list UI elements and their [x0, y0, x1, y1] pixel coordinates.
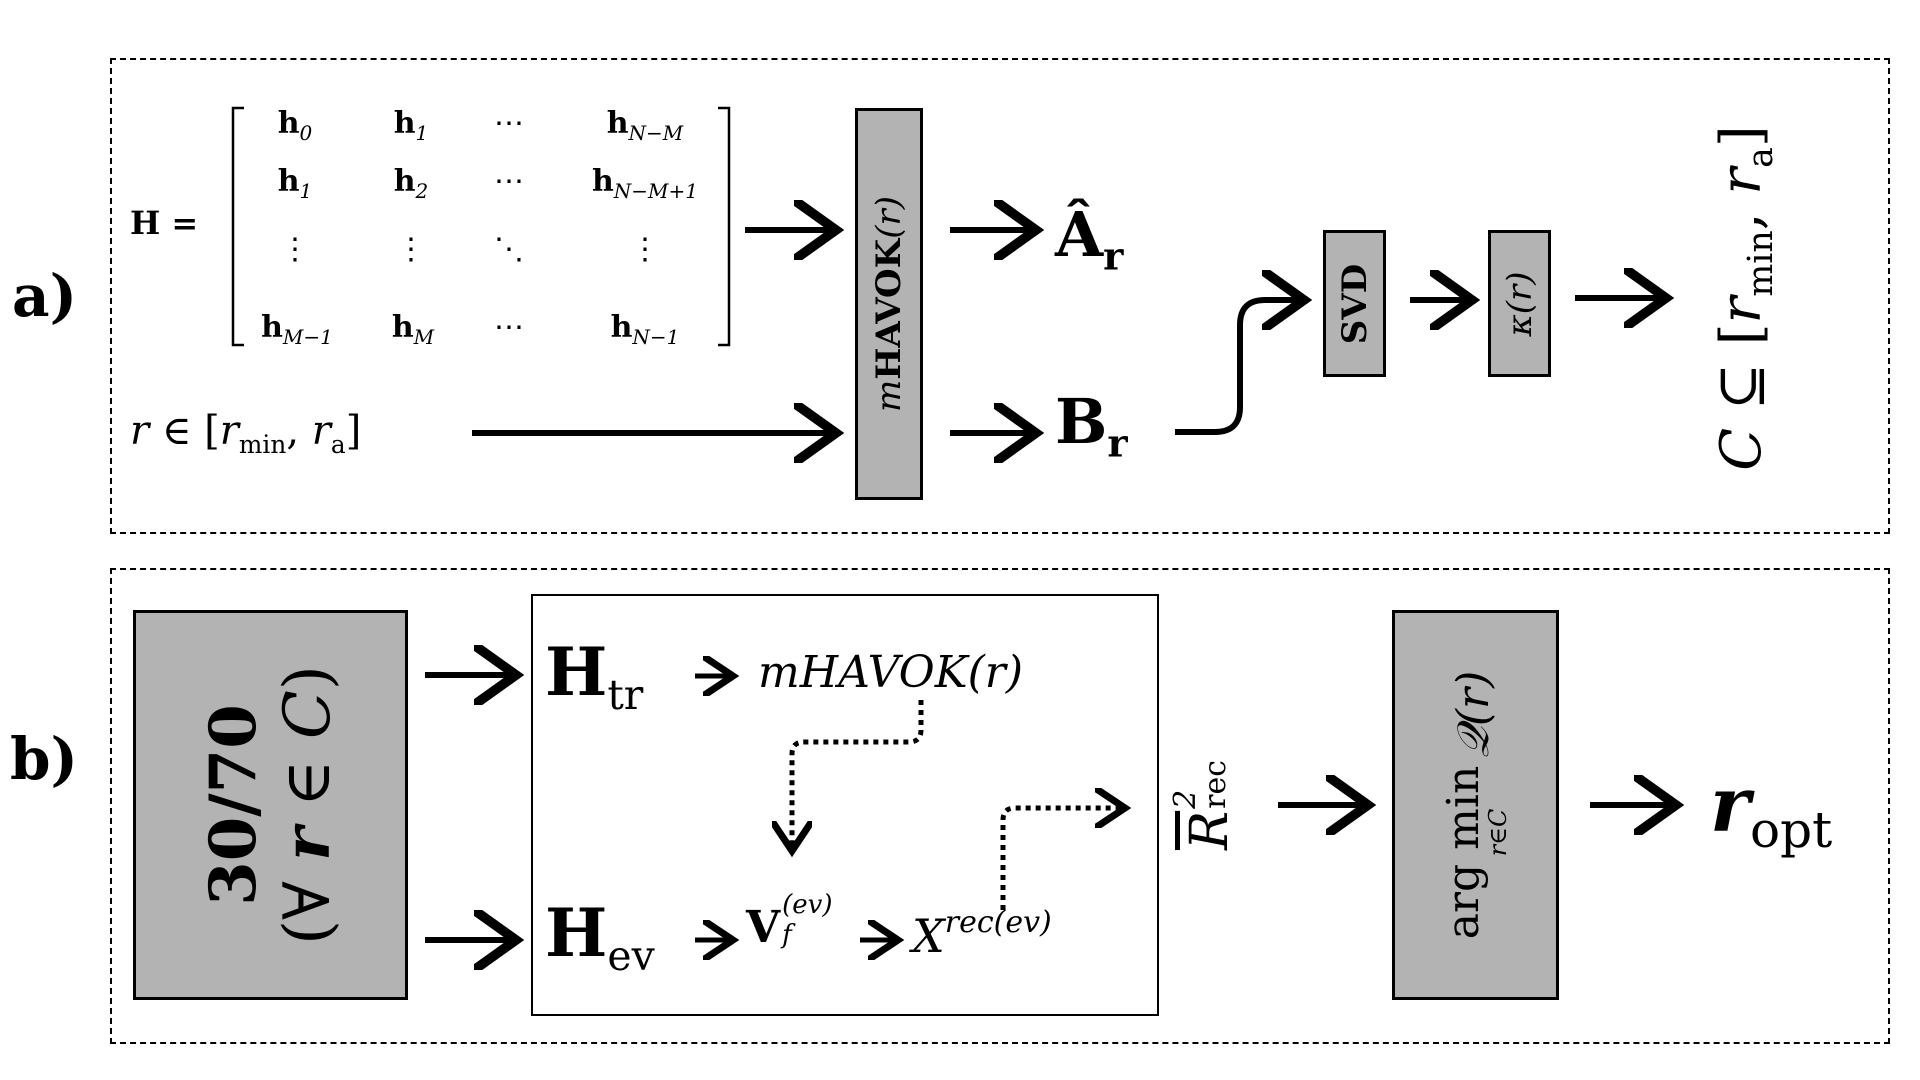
matrix-cell: h2 [393, 164, 429, 203]
matrix-cdots: ⋯ [494, 310, 524, 345]
split-box: 30/70 (∀ r ∈ C) [133, 610, 408, 1000]
matrix-lhs: H = [130, 204, 199, 242]
matrix-brackets [231, 106, 731, 347]
matrix-cell: h1 [277, 164, 313, 203]
arrow-b-to-svd [1175, 300, 1298, 435]
evaluation-box [531, 594, 1159, 1016]
matrix-cdots: ⋯ [494, 106, 524, 141]
h-train: Htr [545, 633, 644, 720]
matrix-cell: hN−1 [610, 310, 680, 349]
panel-a-frame [110, 58, 1890, 534]
r-range-label: r ∈ [rmin, ra] [130, 408, 362, 459]
matrix-vdots: ⋮ [630, 232, 660, 267]
matrix-cell: hN−M [606, 106, 684, 145]
dotted-arrow-mhavok-to-vf [792, 700, 924, 846]
panel-b-frame [110, 568, 1890, 1044]
matrix-vdots: ⋮ [396, 232, 426, 267]
matrix-cell: h1 [393, 106, 429, 145]
r-optimal: ropt [1710, 760, 1833, 860]
a-hat-output: Âr [1055, 198, 1124, 280]
mhavok-label: mHAVOK(r) [758, 647, 1023, 698]
matrix-cdots: ⋯ [494, 164, 524, 199]
panel-a-label: a) [12, 262, 78, 330]
matrix-cell: h0 [277, 106, 313, 145]
v-f-ev: V (ev) f [746, 889, 833, 954]
dotted-arrow-xrec-to-r2 [1000, 808, 1120, 910]
kappa-box: κ(r) [1488, 230, 1551, 377]
matrix-cell: hN−M+1 [591, 164, 699, 203]
h-eval: Hev [545, 894, 655, 981]
panel-b-label: b) [10, 725, 78, 793]
x-rec-ev: Xrec(ev) [912, 905, 1052, 963]
argmin-box: arg min r∈C 𝒬(r) [1392, 610, 1559, 1000]
matrix-cell: hM−1 [261, 310, 333, 349]
matrix-cell: hM [391, 310, 435, 349]
svd-box: SVD [1323, 230, 1386, 377]
matrix-ddots: ⋱ [494, 232, 524, 267]
mhavok-box: mHAVOK(r) [855, 108, 923, 500]
matrix-vdots: ⋮ [280, 232, 310, 267]
b-output: Br [1055, 385, 1128, 467]
